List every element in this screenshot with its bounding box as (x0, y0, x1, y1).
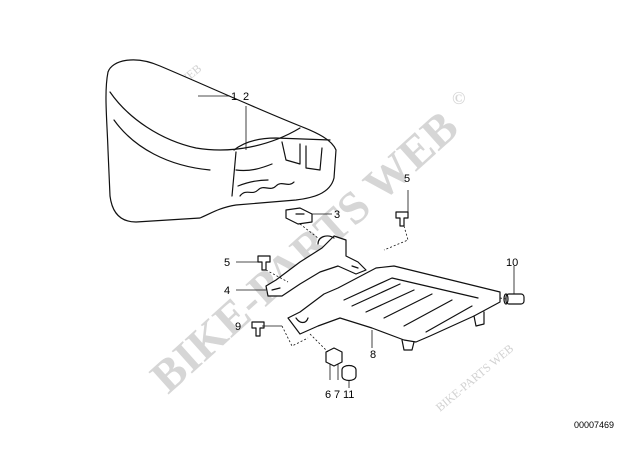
clip-part-3 (285, 207, 313, 225)
callout-5-lower: 5 (224, 257, 230, 269)
bolt-part-5-upper (395, 211, 409, 227)
sleeve-part-10 (503, 293, 525, 305)
nut-part-6-7 (325, 347, 343, 367)
callout-7: 7 (334, 389, 340, 401)
seat (105, 59, 337, 223)
callout-10: 10 (506, 257, 518, 269)
callout-11: 11 (343, 389, 354, 401)
callout-1: 1 (231, 91, 237, 103)
leader-lines (198, 95, 515, 388)
callout-9: 9 (235, 321, 241, 333)
callout-5-upper: 5 (404, 173, 410, 185)
cap-part-11 (341, 364, 357, 382)
callout-2: 2 (243, 91, 249, 103)
diagram-reference-number: 00007469 (574, 420, 614, 430)
callouts: 1 2 3 5 5 4 10 9 8 6 7 11 (224, 91, 518, 401)
callout-6: 6 (325, 389, 331, 401)
watermark-bottom: BIKE-PARTS WEB (433, 341, 516, 414)
copyright-symbol: © (452, 88, 465, 108)
bolt-part-9 (251, 321, 265, 337)
bracket-part-4 (265, 235, 367, 297)
callout-8: 8 (370, 349, 376, 361)
rack-part-8 (287, 265, 501, 351)
callout-4: 4 (224, 285, 230, 297)
callout-3: 3 (334, 209, 340, 221)
